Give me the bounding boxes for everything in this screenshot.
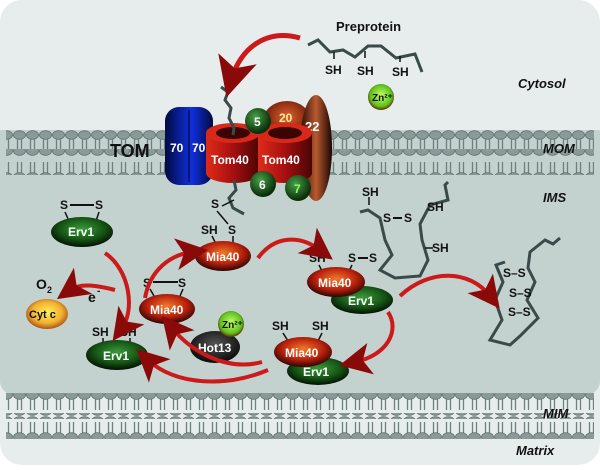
- arrow-reduced-to-erv1red: [136, 349, 269, 384]
- arrow-bound-to-complex: [256, 227, 333, 260]
- zinc-hot13-label: Zn²⁺: [222, 320, 243, 331]
- folded-ss-2: S–S: [509, 286, 532, 300]
- erv1-reduced-label: Erv1: [103, 349, 129, 363]
- ims-emerging-chain: [227, 179, 245, 216]
- erv1-ox-s-left: S: [60, 198, 68, 212]
- tom7-label: 7: [294, 182, 301, 196]
- complex-s-1: S: [348, 251, 356, 265]
- tom5-subunit: [245, 108, 271, 134]
- mia40-ox-s-right: S: [178, 276, 186, 290]
- tom40-channel-b: [258, 123, 312, 183]
- mia40-bound: [195, 241, 251, 271]
- zinc-cytosol-label: Zn²⁺: [372, 93, 393, 104]
- tom70-b-label: 70: [192, 141, 206, 155]
- complex-s-2: S: [369, 251, 377, 265]
- tom70-a-label: 70: [170, 141, 184, 155]
- import-arrow: [218, 33, 301, 98]
- folded-ss-1: S–S: [503, 266, 526, 280]
- mim-label: MIM: [543, 406, 569, 421]
- zinc-ion-hot13: [218, 311, 244, 337]
- matrix-label: Matrix: [516, 443, 555, 458]
- folded-ss-3: S–S: [508, 305, 531, 319]
- arrow-erv1red-to-o2: [56, 267, 116, 300]
- electron-superscript: -: [97, 286, 100, 297]
- arrow-complex-to-reduced: [339, 310, 395, 375]
- arrow-reduced-to-mia40ox: [161, 315, 263, 367]
- substrate-sh-1: SH: [362, 185, 379, 199]
- oxygen-subscript: 2: [47, 285, 52, 295]
- substrate-s-1: S: [383, 211, 391, 225]
- mia40-in-reduced-complex: [274, 337, 332, 367]
- pathway-arrows: [56, 227, 500, 384]
- tom7-subunit: [285, 175, 311, 201]
- erv1-red-sh-left: SH: [92, 325, 109, 339]
- mia40-reduced-complex-label: Mia40: [285, 346, 319, 360]
- tom6-label: 6: [259, 178, 266, 192]
- preprotein-thiol-1: SH: [325, 63, 342, 77]
- substrate-sh-2: SH: [427, 200, 444, 214]
- arrow-mia40ox-to-bound: [143, 238, 208, 299]
- bound-s-top: S: [211, 197, 219, 211]
- electron-label: e: [88, 289, 96, 305]
- bound-mia40-sh: SH: [201, 223, 218, 237]
- mia40-in-complex: [307, 267, 365, 297]
- cytochrome-c: [26, 299, 68, 329]
- erv1-reduced: [86, 340, 148, 370]
- cytosol-label: Cytosol: [518, 76, 566, 91]
- arrow-erv1ox-to-erv1red: [103, 251, 145, 341]
- erv1-oxidized-label: Erv1: [68, 225, 94, 239]
- bound-s-bottom: S: [228, 223, 236, 237]
- tom-label: TOM: [110, 141, 150, 161]
- erv1-oxidized: [51, 217, 113, 247]
- mom-label: MOM: [543, 141, 576, 156]
- tom5-label: 5: [254, 115, 261, 129]
- tom40-b-label: Tom40: [262, 153, 300, 167]
- preprotein-thiol-3: SH: [392, 65, 409, 79]
- erv1-reduced-complex-label: Erv1: [303, 365, 329, 379]
- ims-label: IMS: [543, 190, 566, 205]
- arrow-complex-to-folded: [398, 273, 500, 309]
- erv1-complex-label: Erv1: [348, 294, 374, 308]
- complex-sh: SH: [309, 251, 326, 265]
- substrate-s-2: S: [404, 211, 412, 225]
- substrate-sh-3: SH: [432, 241, 449, 255]
- ims-region: [0, 140, 600, 395]
- mia40-complex-label: Mia40: [318, 276, 352, 290]
- hot13-label: Hot13: [198, 341, 232, 355]
- complex-red-sh-right: SH: [312, 319, 329, 333]
- tom6-subunit: [250, 171, 276, 197]
- inner-membrane: [6, 393, 594, 439]
- complex-red-sh-left: SH: [272, 319, 289, 333]
- preprotein-thiol-2: SH: [357, 64, 374, 78]
- mia40-ox-s-left: S: [143, 276, 151, 290]
- tom40-a-label: Tom40: [211, 153, 249, 167]
- tom20-label: 20: [279, 111, 293, 125]
- oxygen-label: O: [36, 276, 47, 292]
- cytc-label: Cyt c: [29, 309, 56, 321]
- substrate-chain-ims: [359, 180, 450, 280]
- preprotein-label: Preprotein: [336, 19, 401, 34]
- mia40-bound-label: Mia40: [206, 250, 240, 264]
- preprotein-chain: [307, 38, 424, 73]
- mia40-oxidized-label: Mia40: [150, 303, 184, 317]
- erv1-ox-s-right: S: [95, 198, 103, 212]
- zinc-ion-cytosol: [368, 84, 394, 110]
